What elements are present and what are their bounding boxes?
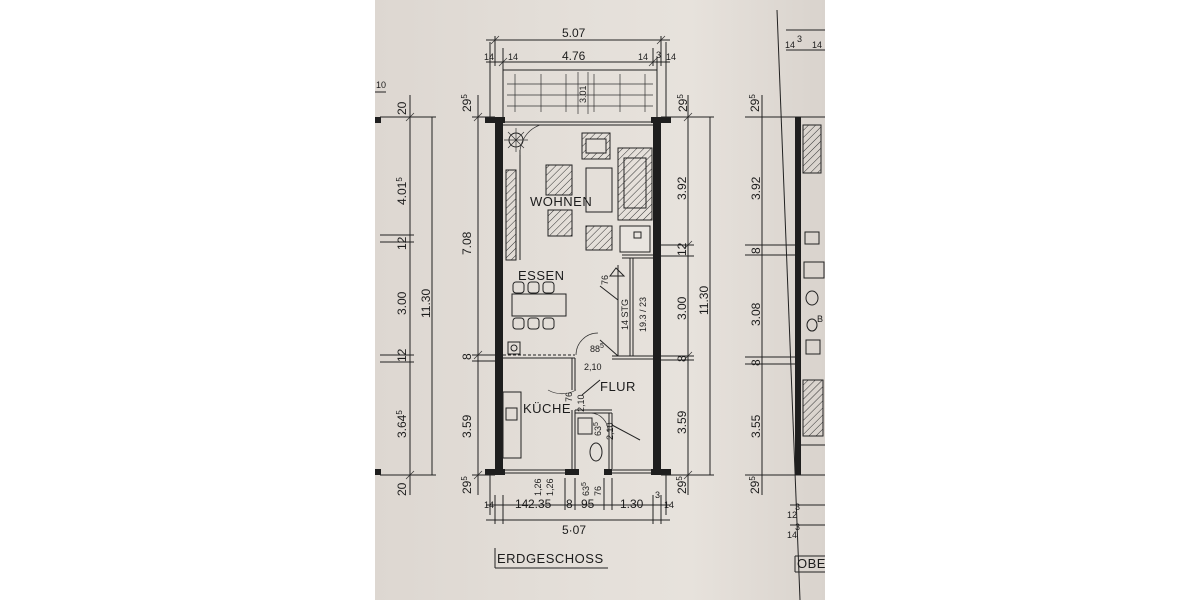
stair-76: 76 — [600, 275, 610, 285]
room-label-wohnen: WOHNEN — [530, 194, 592, 209]
bottom-dim-w4: 8 — [566, 497, 573, 511]
far-right-bot-a: 12 — [787, 510, 797, 520]
right-dim-d4: 3.00 — [675, 296, 689, 320]
door-height-210: 2,10 — [584, 362, 602, 372]
stairs-ratio: 19.3 / 23 — [638, 297, 648, 332]
bottom-126a: 1,26 — [533, 478, 543, 496]
far-right-bot-d: 3 — [795, 522, 800, 532]
top-right-b: 3 — [656, 50, 661, 60]
door-76: 76 — [564, 392, 574, 402]
right-dim-d6: 3.59 — [675, 410, 689, 434]
left-dimensions — [472, 95, 495, 495]
left-dim-d4: 3.59 — [460, 414, 474, 438]
far-left-total: 11.30 — [419, 289, 433, 318]
plan-sheet — [375, 0, 825, 600]
wc-63: 635 — [593, 422, 603, 436]
far-right-bot-c: 14 — [787, 530, 797, 540]
bath-letter: B — [817, 314, 823, 324]
far-left-d4: 3.00 — [395, 291, 409, 315]
top-dimensions — [486, 35, 670, 67]
door-width-885: 885 — [590, 343, 604, 354]
staircase — [581, 258, 641, 441]
right-dim-d2: 3.92 — [675, 176, 689, 200]
bottom-126b: 1,26 — [545, 478, 555, 496]
left-dim-d2: 7.08 — [460, 231, 474, 255]
far-right-d3: 8 — [749, 247, 763, 254]
bottom-63: 635 — [581, 482, 591, 496]
interior-walls — [503, 254, 653, 469]
door-height-210b: 2,10 — [576, 394, 586, 412]
furniture — [502, 124, 653, 462]
room-label-essen: ESSEN — [518, 268, 565, 283]
right-dim-d1: 295 — [676, 94, 690, 112]
bottom-dim-w8: 3 — [655, 490, 660, 500]
far-right-top-b: 3 — [797, 34, 802, 44]
top-left-a: 14 — [484, 52, 494, 62]
far-left-d6: 3.645 — [395, 410, 409, 438]
far-right-d5: 8 — [749, 359, 763, 366]
top-inner-dim: 4.76 — [562, 49, 586, 63]
room-label-kueche: KÜCHE — [523, 401, 571, 416]
terrace-dim: 3.01 — [578, 85, 588, 103]
bottom-dim-w6: 1.30 — [620, 497, 644, 511]
far-right-top-c: 14 — [812, 40, 822, 50]
terrace — [502, 57, 658, 118]
far-right-d7: 295 — [748, 476, 762, 494]
bottom-dim-w3: 2.35 — [528, 497, 552, 511]
left-neighbor-plan — [375, 91, 436, 495]
far-right-d4: 3.08 — [749, 302, 763, 326]
right-neighbor-plan — [745, 9, 825, 600]
bottom-dim-w1: 14 — [515, 497, 529, 511]
far-right-d1: 295 — [748, 94, 762, 112]
wc-210: 2,10 — [605, 422, 615, 440]
left-dim-d1: 295 — [460, 94, 474, 112]
right-dim-d5: 8 — [675, 355, 689, 362]
far-left-d7: 20 — [395, 482, 409, 496]
stairs-note: 14 STG — [620, 299, 630, 330]
top-right-c: 14 — [666, 52, 676, 62]
far-right-bot-b: 3 — [795, 502, 800, 512]
far-left-d1: 20 — [395, 101, 409, 115]
right-dim-d7: 295 — [675, 476, 689, 494]
left-sheet-title: 10 — [376, 80, 386, 90]
top-right-a: 14 — [638, 52, 648, 62]
bottom-76: 76 — [593, 486, 603, 496]
far-left-d5: 12 — [395, 348, 409, 362]
bottom-overall-dim: 5·07 — [562, 523, 586, 537]
bottom-dim-w5: 95 — [581, 497, 595, 511]
top-overall-dim: 5.07 — [562, 26, 586, 40]
far-left-d2: 4.015 — [395, 177, 409, 205]
left-dim-d3: 8 — [460, 353, 474, 360]
far-right-d6: 3.55 — [749, 414, 763, 438]
walls — [485, 42, 671, 515]
bottom-dim-w7: 14 — [664, 500, 674, 510]
far-left-d3: 12 — [395, 236, 409, 250]
right-dimensions — [661, 95, 714, 495]
top-left-b: 14 — [508, 52, 518, 62]
bottom-dimensions — [486, 478, 670, 524]
room-label-flur: FLUR — [600, 379, 636, 394]
bottom-dim-w2: 14 — [484, 500, 494, 510]
right-dim-d3: 12 — [675, 242, 689, 256]
far-right-top-a: 14 — [785, 40, 795, 50]
right-dim-total: 11.30 — [697, 286, 711, 315]
left-dim-d5: 295 — [460, 476, 474, 494]
far-right-d2: 3.92 — [749, 176, 763, 200]
next-sheet-title: OBE — [797, 556, 826, 571]
drawing-title: ERDGESCHOSS — [497, 551, 604, 566]
